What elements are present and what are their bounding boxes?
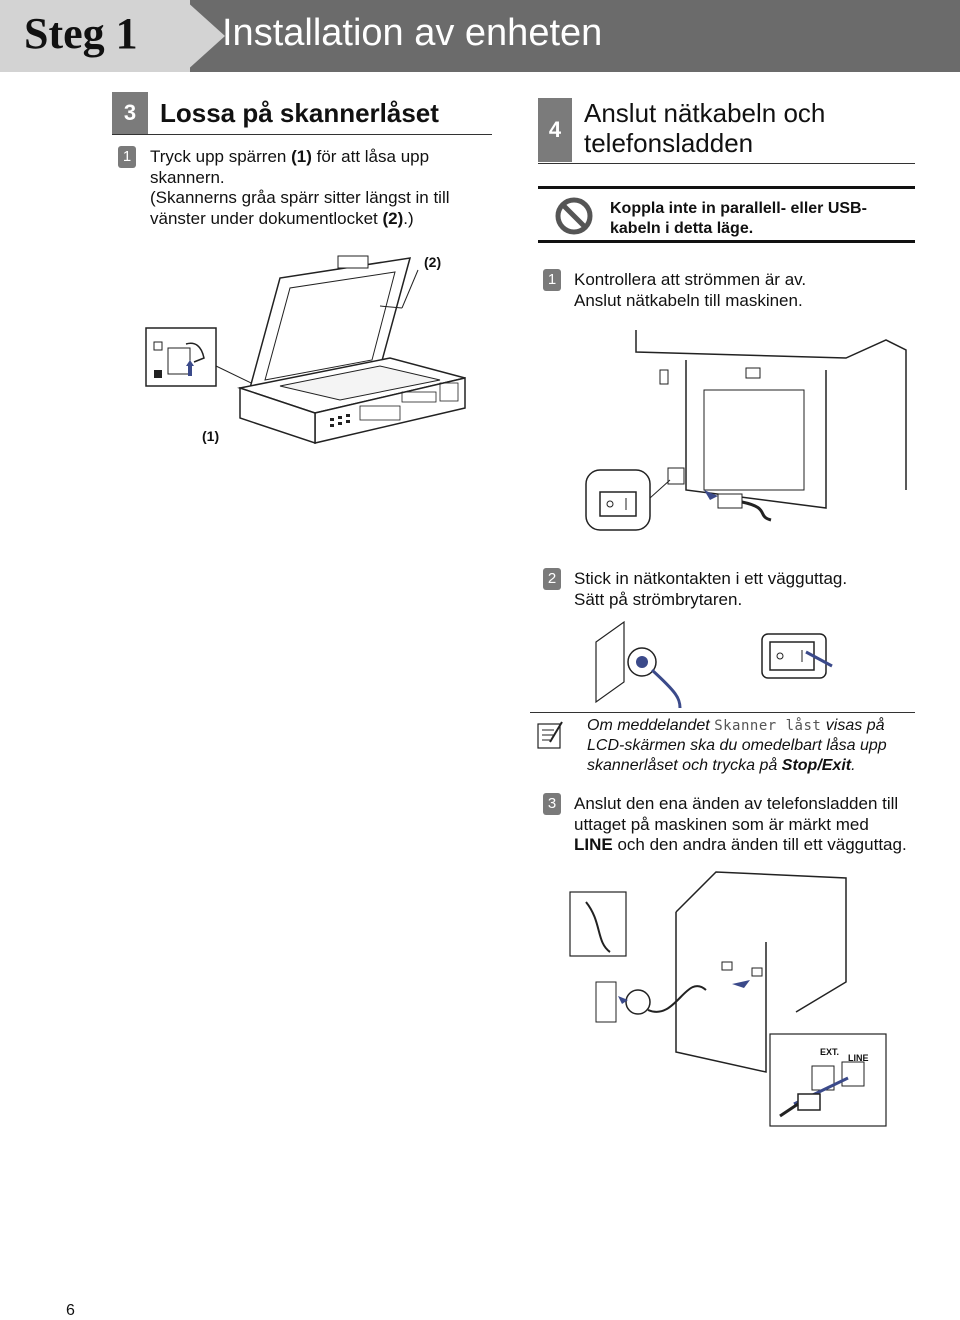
section-4-step-1-text: Kontrollera att strömmen är av. Anslut n…	[574, 270, 807, 310]
step-arrow-icon	[185, 0, 225, 72]
warning-text: Koppla inte in parallell- eller USB-kabe…	[610, 200, 867, 237]
note-icon	[537, 721, 563, 749]
power-switch-off-icon	[599, 491, 637, 517]
port-label-line: LINE	[848, 1053, 869, 1063]
section-3-step-1-text: Tryck upp spärren (1) för att låsa upp s…	[150, 147, 450, 228]
section-4-step-1-marker: 1	[543, 269, 561, 291]
prohibited-icon	[555, 197, 593, 235]
unlock-icon	[153, 341, 163, 351]
note-text: Om meddelandet Skanner låst visas på LCD…	[587, 717, 887, 774]
section-3-rule	[112, 134, 492, 135]
step-label: Steg 1	[24, 9, 138, 58]
section-4-step-2-marker: 2	[543, 568, 561, 590]
warning-rule-top	[538, 186, 915, 189]
wall-jack-icon	[595, 981, 617, 1023]
lcd-message: Skanner låst	[714, 718, 822, 734]
power-cable-illustration	[585, 330, 907, 531]
section-3-title: Lossa på skannerlåset	[160, 98, 439, 128]
lock-icon	[154, 370, 162, 378]
step-tab	[0, 0, 190, 72]
warning-rule-bottom	[538, 240, 915, 243]
section-4-rule	[538, 163, 915, 164]
line-port-icon	[841, 1061, 865, 1087]
telephone-cable-illustration	[569, 871, 887, 1127]
page-title: Installation av enheten	[222, 12, 603, 54]
section-4-step-2-text: Stick in nätkontakten i ett vägguttag. S…	[574, 569, 848, 609]
page-number: 6	[66, 1302, 75, 1319]
scanner-lock-illustration	[145, 255, 466, 445]
callout-2: (2)	[424, 254, 442, 270]
callout-1: (1)	[202, 428, 220, 444]
port-label-ext: EXT.	[820, 1047, 840, 1057]
rj11-plug-icon	[797, 1093, 821, 1111]
note-rule	[530, 712, 915, 713]
section-4-step-3-text: Anslut den ena änden av telefonsladden t…	[574, 794, 907, 854]
section-4-step-3-marker: 3	[543, 793, 561, 815]
section-3-step-1-marker: 1	[118, 146, 136, 168]
section-4-title: Anslut nätkabeln och telefonsladden	[584, 98, 826, 158]
section-3-badge: 3	[112, 92, 148, 134]
stop-exit-key: Stop/Exit	[781, 757, 852, 774]
section-4-badge: 4	[538, 98, 572, 162]
wall-outlet-illustration	[595, 620, 833, 709]
